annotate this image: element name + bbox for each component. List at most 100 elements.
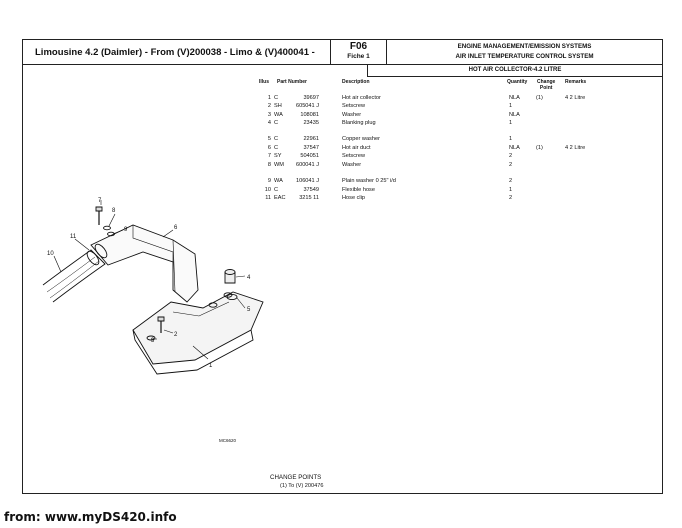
parts-sheet: Limousine 4.2 (Daimler) - From (V)200038… (22, 39, 663, 494)
cell-qty: 1 (509, 103, 513, 109)
cell-number: 39697 (303, 95, 319, 101)
cell-number: 37547 (303, 145, 319, 151)
cell-description: Hose clip (342, 195, 366, 201)
cell-illus: 3 (267, 112, 271, 118)
group-title: ENGINE MANAGEMENT/EMISSION SYSTEMS AIR I… (387, 40, 662, 65)
cell-prefix: C (274, 136, 279, 142)
callout-2: 2 (174, 332, 178, 338)
col-remarks: Remarks (565, 79, 587, 85)
col-quantity: Quantity (507, 79, 528, 85)
vehicle-title: Limousine 4.2 (Daimler) - From (V)200038… (23, 40, 331, 65)
cell-number: 605041 J (295, 103, 319, 109)
fiche-code: F06 (349, 41, 368, 52)
cell-qty: NLA (509, 145, 520, 151)
cell-illus: 6 (267, 145, 271, 151)
cell-description: Flexible hose (342, 187, 375, 193)
cell-prefix: EAC (274, 195, 286, 201)
cell-number: 37549 (303, 187, 319, 193)
cell-qty: NLA (509, 95, 520, 101)
callout-4: 4 (247, 275, 251, 281)
cell-illus: 4 (267, 120, 271, 126)
cell-illus: 8 (267, 162, 271, 168)
callout-5: 5 (247, 307, 251, 313)
cell-prefix: SY (274, 153, 282, 159)
cell-change: (1) (536, 95, 543, 101)
cell-prefix: SH (274, 103, 282, 109)
cell-number: 22961 (303, 136, 319, 142)
cell-illus: 1 (267, 95, 271, 101)
cell-prefix: C (274, 187, 279, 193)
callout-10: 10 (47, 251, 54, 257)
callout-3: 3 (151, 338, 155, 344)
cell-number: 504051 (300, 153, 319, 159)
cell-number: 106041 J (295, 178, 319, 184)
cell-number: 23435 (303, 120, 319, 126)
cell-qty: 1 (509, 136, 513, 142)
cell-change: (1) (536, 145, 543, 151)
cell-description: Hot air collector (342, 95, 381, 101)
cell-description: Washer (342, 162, 362, 168)
cell-illus: 10 (264, 187, 271, 193)
cell-qty: 1 (509, 120, 513, 126)
cell-number: 3215 11 (299, 195, 319, 201)
cell-qty: 2 (509, 178, 513, 184)
cell-illus: 11 (265, 195, 271, 201)
cell-illus: 7 (267, 153, 271, 159)
cell-qty: NLA (509, 112, 520, 118)
cell-description: Blanking plug (342, 120, 376, 126)
callout-6: 6 (174, 225, 178, 231)
callout-1: 1 (209, 363, 213, 369)
cell-qty: 1 (509, 187, 513, 193)
exploded-diagram: 7 8 9 11 10 6 4 5 2 3 1 (42, 198, 264, 375)
cell-remarks: 4 2 Litre (565, 145, 586, 151)
cell-description: Washer (342, 112, 362, 118)
cell-qty: 2 (509, 153, 513, 159)
col-description: Description (342, 79, 370, 85)
group-line-2: AIR INLET TEMPERATURE CONTROL SYSTEM (455, 53, 594, 60)
cell-description: Setscrew (342, 103, 366, 109)
fiche-box: F06 Fiche 1 (331, 40, 387, 65)
col-part-number: Part Number (277, 79, 308, 85)
callout-11: 11 (70, 234, 77, 240)
source-footer: from: www.myDS420.info (4, 510, 177, 524)
change-point-1: (1) To (V) 200476 (280, 483, 324, 489)
cell-description: Hot air duct (342, 145, 371, 151)
cell-prefix: C (274, 120, 279, 126)
cell-prefix: WA (274, 178, 283, 184)
cell-illus: 5 (267, 136, 271, 142)
cell-illus: 2 (267, 103, 271, 109)
col-illus: Illus (259, 79, 270, 85)
cell-description: Plain washer 0 25" i/d (342, 178, 396, 184)
cell-remarks: 4 2 Litre (565, 95, 586, 101)
cell-prefix: WA (274, 112, 283, 118)
fiche-label: Fiche 1 (347, 53, 370, 60)
cell-description: Setscrew (342, 153, 366, 159)
col-change-point: Change Point (537, 79, 556, 91)
section-title: HOT AIR COLLECTOR-4.2 LITRE (367, 65, 662, 77)
callout-9: 9 (124, 227, 128, 233)
callout-7: 7 (98, 198, 102, 204)
cell-prefix: C (274, 145, 279, 151)
cell-qty: 2 (509, 195, 513, 201)
cell-prefix: C (274, 95, 279, 101)
cell-qty: 2 (509, 162, 513, 168)
group-line-1: ENGINE MANAGEMENT/EMISSION SYSTEMS (457, 43, 592, 50)
cell-number: 600041 J (295, 162, 319, 168)
cell-prefix: WM (274, 162, 284, 168)
diagram-code: MC6620 (219, 438, 237, 443)
change-points-title: CHANGE POINTS (270, 474, 322, 481)
cell-illus: 9 (267, 178, 271, 184)
cell-description: Copper washer (342, 136, 380, 142)
callout-8: 8 (112, 208, 116, 214)
